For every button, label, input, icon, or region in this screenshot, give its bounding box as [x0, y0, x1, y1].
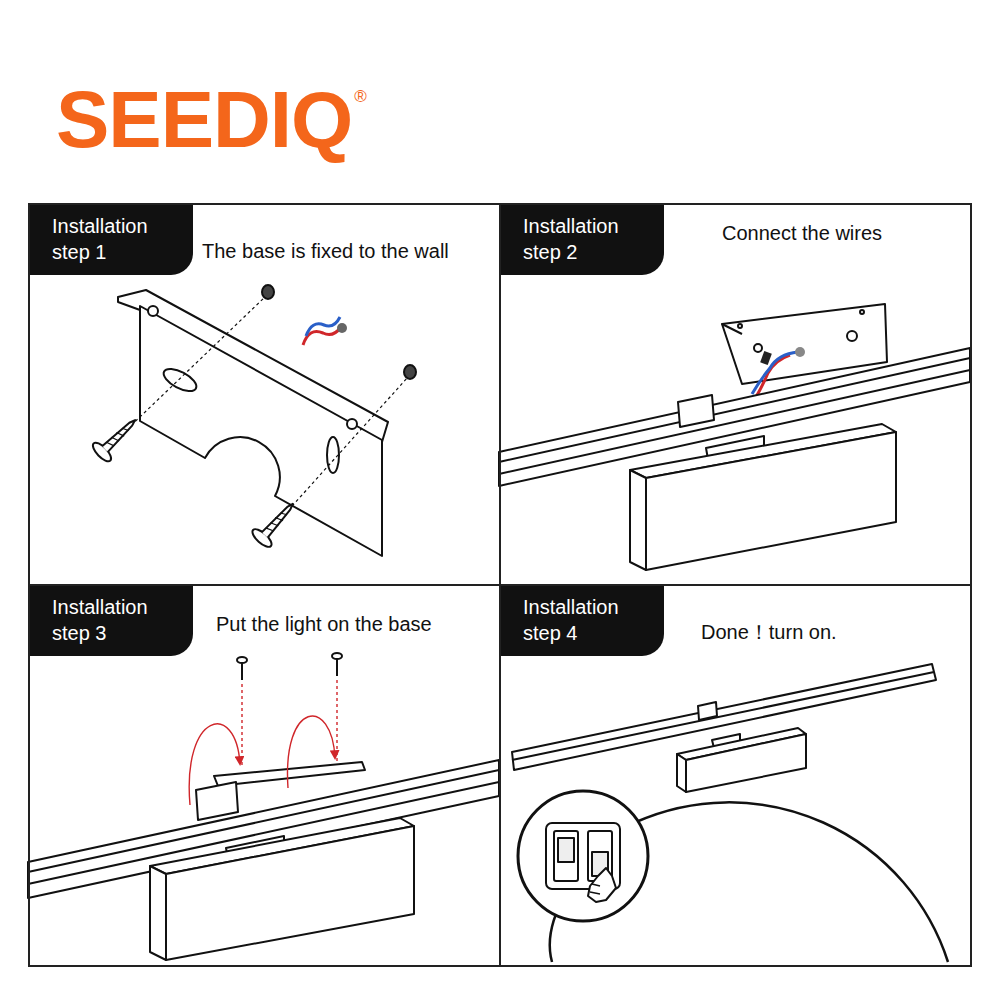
step-caption: The base is fixed to the wall [202, 239, 449, 263]
step-heading: Installation step 1 [52, 214, 177, 265]
step-caption: Done！turn on. [701, 620, 837, 644]
step-tab: Installation step 3 [30, 586, 193, 656]
mains-wires [303, 317, 347, 345]
install-arrow [189, 680, 337, 805]
step-tab: Installation step 4 [501, 586, 664, 656]
step-panel: Installation step 4 Done！turn on. [499, 584, 972, 967]
installed-light [512, 664, 936, 792]
light-rail [499, 348, 970, 570]
step-caption: Connect the wires [722, 221, 882, 245]
wall-anchor [262, 285, 416, 379]
step-heading: Installation step 4 [523, 595, 648, 646]
wall-switch [518, 791, 648, 921]
brand-logo: SEEDIQ [56, 80, 352, 160]
step-tab: Installation step 1 [30, 205, 193, 275]
guide-line [118, 296, 408, 524]
wall-bracket [118, 290, 388, 556]
step-heading: Installation step 2 [523, 214, 648, 265]
registered-mark: ® [354, 88, 367, 105]
step-tab: Installation step 2 [501, 205, 664, 275]
screw [237, 653, 342, 680]
screw [90, 411, 302, 549]
light-rail [28, 760, 499, 960]
step-heading: Installation step 3 [52, 595, 177, 646]
step-panel: Installation step 1 The base is fixed to … [28, 203, 501, 586]
step-panel: Installation step 3 Put the light on the … [28, 584, 501, 967]
step-caption: Put the light on the base [216, 612, 432, 636]
step-panel: Installation step 2 Connect the wires [499, 203, 972, 586]
